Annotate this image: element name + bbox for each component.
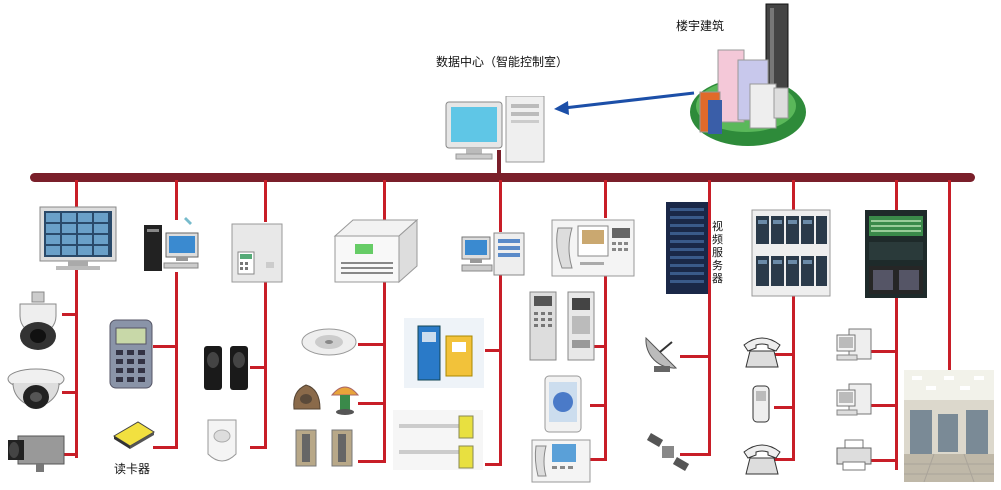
branch-line — [383, 180, 386, 220]
telephone-icon — [742, 333, 782, 369]
branch-tap — [774, 353, 795, 356]
branch-line — [175, 180, 178, 220]
data-center-pc-icon — [444, 96, 550, 164]
beam-detector-icon — [200, 342, 254, 394]
branch-line — [499, 180, 502, 232]
branch-line — [948, 180, 951, 370]
dome-camera-icon — [5, 365, 67, 419]
network-rack-icon — [863, 208, 929, 300]
branch-tap — [485, 349, 502, 352]
branch-tap — [680, 453, 711, 456]
garden-speaker-icon — [290, 381, 324, 415]
satellite-dish-icon — [640, 332, 684, 376]
branch-tap — [870, 459, 898, 462]
main-network-bus — [30, 173, 975, 182]
branch-tap — [774, 406, 795, 409]
branch-line — [708, 180, 711, 455]
branch-tap — [358, 343, 386, 346]
branch-tap — [870, 404, 898, 407]
branch-tap — [250, 446, 267, 449]
door-panel-icon — [566, 290, 596, 362]
ups-rack-icon — [333, 218, 419, 284]
branch-tap — [153, 345, 178, 348]
branch-tap — [774, 458, 795, 461]
branch-line — [75, 268, 78, 458]
pir-detector-icon — [204, 416, 240, 468]
video-server-rack-icon — [664, 200, 710, 296]
branch-line — [264, 180, 267, 222]
branch-tap — [680, 355, 711, 358]
card-reader-label: 读卡器 — [114, 462, 151, 476]
branch-line — [175, 272, 178, 448]
branch-tap — [358, 402, 386, 405]
box-camera-icon — [6, 428, 68, 474]
building-icon — [688, 2, 814, 148]
branch-line — [792, 180, 795, 460]
barrier-gate-icon — [393, 410, 483, 470]
intercom-phone-icon — [550, 218, 636, 278]
client-pc-icon — [835, 325, 875, 365]
video-server-label: 视频服务器 — [712, 220, 723, 285]
server-pc-icon — [460, 231, 526, 277]
branch-tap — [358, 460, 386, 463]
branch-line — [75, 180, 78, 210]
branch-tap — [62, 453, 78, 456]
mushroom-speaker-icon — [330, 381, 360, 417]
alarm-panel-icon — [228, 222, 286, 284]
video-door-phone-icon — [530, 438, 592, 484]
data-room-photo — [904, 370, 994, 482]
switch-cabinet-icon — [750, 208, 832, 298]
branch-tap — [62, 313, 78, 316]
branch-line — [383, 282, 386, 462]
keypad-reader-icon — [106, 318, 156, 390]
branch-line — [604, 180, 607, 218]
branch-line — [499, 275, 502, 465]
monitor-wall-icon — [38, 205, 118, 271]
turnstile-icon — [290, 428, 362, 468]
satellite-icon — [646, 432, 690, 474]
building-label: 楼宇建筑 — [676, 19, 725, 33]
printer-icon — [835, 438, 875, 472]
data-flow-arrow — [554, 91, 695, 115]
branch-line — [604, 275, 607, 460]
data-center-link — [497, 150, 501, 175]
mobile-phone-icon — [750, 384, 772, 424]
branch-tap — [62, 391, 78, 394]
indoor-monitor-icon — [543, 374, 583, 434]
branch-tap — [870, 350, 898, 353]
door-station-icon — [528, 290, 558, 362]
speed-dome-camera-icon — [12, 290, 64, 352]
ceiling-speaker-icon — [300, 322, 358, 358]
client-pc-icon — [835, 380, 875, 420]
branch-tap — [153, 446, 178, 449]
telephone-icon — [742, 440, 782, 476]
data-center-label: 数据中心（智能控制室） — [436, 55, 569, 69]
branch-tap — [590, 458, 607, 461]
parking-terminal-icon — [404, 318, 484, 388]
branch-tap — [250, 366, 267, 369]
card-icon — [112, 420, 156, 450]
branch-tap — [485, 463, 502, 466]
branch-tap — [590, 345, 607, 348]
pc-workstation-icon — [142, 213, 202, 273]
branch-line — [264, 282, 267, 448]
branch-tap — [590, 404, 607, 407]
branch-line — [895, 180, 898, 470]
